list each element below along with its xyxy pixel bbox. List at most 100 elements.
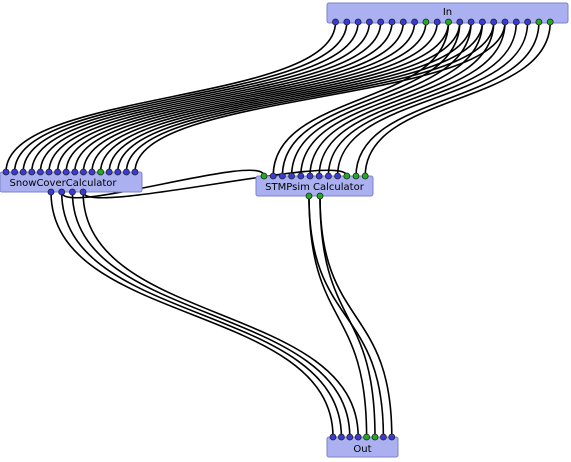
wire (308, 195, 385, 438)
port-snow-top[interactable] (123, 168, 130, 176)
node-stmpsim-calculator-box[interactable] (255, 175, 374, 197)
port-stmp-bottom[interactable] (305, 192, 313, 200)
wire (319, 195, 393, 438)
wire (91, 21, 450, 173)
port-snow-top[interactable] (131, 168, 139, 176)
wire (60, 169, 265, 199)
wire (308, 195, 368, 438)
port-in-bottom[interactable] (354, 18, 362, 26)
port-out-top[interactable] (363, 433, 371, 441)
port-in-bottom[interactable] (456, 18, 464, 26)
port-snow-top[interactable] (97, 168, 104, 176)
wire (355, 21, 540, 177)
wire (319, 195, 376, 438)
port-out-top[interactable] (337, 433, 345, 441)
port-in-bottom[interactable] (445, 18, 452, 26)
port-stmp-top[interactable] (334, 172, 342, 180)
wire (31, 21, 371, 173)
node-stmpsim-calculator[interactable]: STMPsim Calculator (255, 175, 374, 197)
wire (71, 191, 351, 438)
port-stmp-top[interactable] (315, 172, 323, 180)
port-in-bottom[interactable] (546, 18, 554, 26)
port-out-top[interactable] (371, 433, 379, 441)
wire (5, 21, 337, 173)
port-in-bottom[interactable] (332, 18, 339, 26)
port-out-top[interactable] (329, 433, 337, 441)
port-snow-bottom[interactable] (47, 188, 55, 196)
port-in-bottom[interactable] (501, 18, 509, 26)
port-stmp-top[interactable] (343, 172, 351, 180)
port-in-bottom[interactable] (422, 18, 430, 26)
wire (300, 21, 484, 177)
port-stmp-top[interactable] (361, 172, 369, 180)
port-stmp-top[interactable] (269, 172, 277, 180)
wire (74, 21, 427, 173)
port-out-top[interactable] (354, 433, 362, 441)
port-in-bottom[interactable] (512, 18, 520, 26)
port-stmp-top[interactable] (306, 172, 314, 180)
node-snow-cover-calculator-label: SnowCoverCalculator (9, 178, 117, 189)
wire (99, 21, 461, 173)
port-in-bottom[interactable] (411, 18, 419, 26)
port-snow-top[interactable] (88, 168, 96, 176)
port-out-top[interactable] (379, 433, 387, 441)
port-snow-top[interactable] (37, 168, 44, 176)
wire (272, 21, 450, 177)
port-in-bottom[interactable] (365, 18, 373, 26)
port-snow-top[interactable] (105, 168, 113, 176)
port-in-bottom[interactable] (388, 18, 396, 26)
port-snow-top[interactable] (45, 168, 53, 176)
port-in-bottom[interactable] (377, 18, 385, 26)
port-snow-top[interactable] (28, 168, 36, 176)
port-stmp-top[interactable] (324, 172, 332, 180)
wire (318, 21, 506, 177)
port-in-bottom[interactable] (343, 18, 351, 26)
wire (65, 21, 416, 173)
wires (5, 21, 551, 438)
wire (39, 21, 382, 173)
port-stmp-bottom[interactable] (316, 192, 324, 200)
wire (82, 169, 348, 199)
port-stmp-top[interactable] (288, 172, 296, 180)
port-snow-top[interactable] (54, 168, 61, 176)
wire (82, 191, 359, 438)
port-in-bottom[interactable] (535, 18, 543, 26)
port-snow-top[interactable] (11, 168, 19, 176)
port-snow-top[interactable] (62, 168, 70, 176)
wire (336, 21, 529, 177)
port-snow-top[interactable] (114, 168, 122, 176)
port-snow-bottom[interactable] (58, 188, 66, 196)
node-in[interactable]: In (326, 2, 569, 24)
port-in-bottom[interactable] (433, 18, 441, 26)
node-stmpsim-calculator-label: STMPsim Calculator (265, 182, 365, 193)
port-snow-bottom[interactable] (79, 188, 87, 196)
wire (290, 21, 472, 177)
wire (281, 21, 461, 177)
port-in-bottom[interactable] (478, 18, 486, 26)
port-snow-top[interactable] (80, 168, 87, 176)
port-stmp-top[interactable] (278, 172, 286, 180)
port-in-bottom[interactable] (490, 18, 498, 26)
port-in-bottom[interactable] (467, 18, 475, 26)
wire (50, 191, 334, 438)
port-snow-top[interactable] (71, 168, 79, 176)
wire (48, 21, 393, 173)
port-snow-bottom[interactable] (69, 188, 76, 196)
port-out-top[interactable] (388, 433, 396, 441)
port-snow-top[interactable] (19, 168, 27, 176)
port-in-bottom[interactable] (524, 18, 531, 26)
node-out[interactable]: Out (326, 436, 399, 458)
wire (22, 21, 359, 173)
node-in-label: In (443, 7, 452, 18)
node-out-box[interactable] (326, 436, 399, 458)
port-snow-top[interactable] (2, 168, 10, 176)
port-stmp-top[interactable] (297, 172, 305, 180)
wire (108, 21, 472, 173)
wire (364, 21, 551, 177)
port-in-bottom[interactable] (399, 18, 407, 26)
port-out-top[interactable] (346, 433, 354, 441)
wire (327, 21, 518, 177)
port-stmp-top[interactable] (352, 172, 360, 180)
port-stmp-top[interactable] (260, 172, 268, 180)
